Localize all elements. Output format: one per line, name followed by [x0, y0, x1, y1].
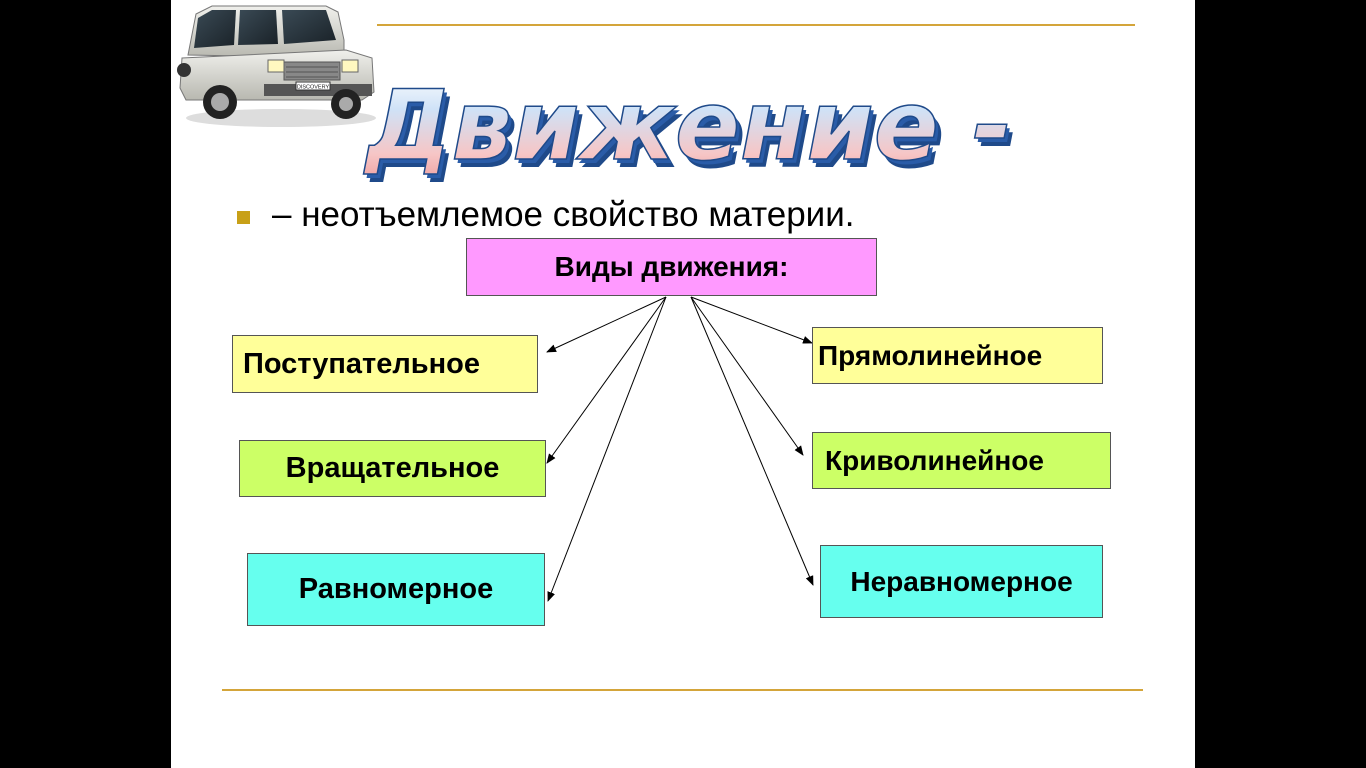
bullet-square-icon [237, 210, 250, 224]
slide: DISCOVERY Движение - Движение - Движение… [171, 0, 1195, 768]
bullet-text: – неотъемлемое свойство материи. [272, 195, 855, 234]
slide-title-wordart: Движение - Движение - Движение - [362, 69, 1016, 190]
box-translational: Поступательное [232, 335, 538, 393]
box-nonuniform: Неравномерное [820, 545, 1103, 618]
arrow-to-rotational [546, 296, 667, 464]
car-photo: DISCOVERY [177, 5, 376, 127]
box-rotational: Вращательное [239, 440, 546, 497]
box-curvilinear: Криволинейное [812, 432, 1111, 489]
arrow-to-rectilinear [690, 296, 813, 344]
bottom-rule [222, 689, 1143, 691]
arrow-to-curvilinear [690, 296, 804, 456]
arrow-to-uniform [547, 296, 667, 602]
bullet-item: – неотъемлемое свойство материи. [237, 190, 855, 240]
arrow-to-translational [546, 296, 667, 353]
car-badge: DISCOVERY [297, 85, 330, 91]
box-uniform: Равномерное [247, 553, 545, 626]
title-text: Движение - [363, 70, 1012, 182]
box-rectilinear: Прямолинейное [812, 327, 1103, 384]
arrow-to-nonuniform [690, 296, 814, 586]
motion-types-header: Виды движения: [466, 238, 877, 296]
title-depth: Движение - [366, 74, 1015, 186]
top-rule [377, 24, 1135, 26]
title-shadow: Движение - [369, 78, 1016, 190]
